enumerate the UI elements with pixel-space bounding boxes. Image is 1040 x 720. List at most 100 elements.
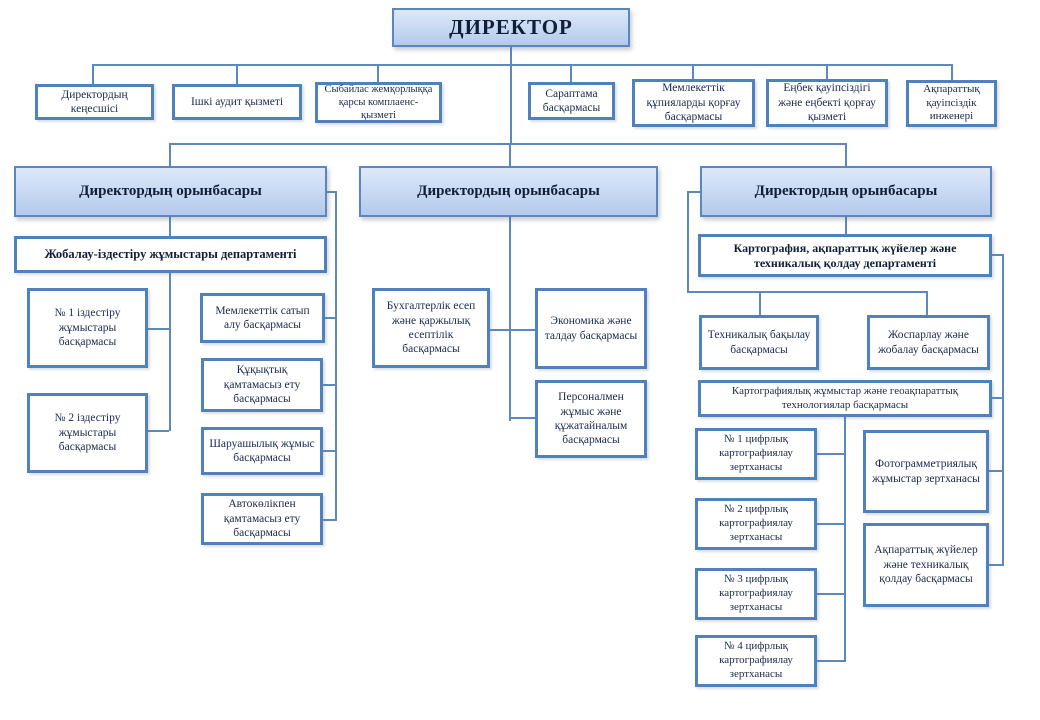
- connector-line: [335, 191, 337, 521]
- connector-line: [845, 217, 847, 234]
- org-box-state-secrets: Мемлекеттік құпияларды қорғау басқармасы: [632, 79, 755, 127]
- connector-line: [1002, 254, 1004, 566]
- connector-line: [509, 417, 537, 419]
- connector-line: [570, 66, 572, 82]
- connector-line: [817, 660, 844, 662]
- org-box-planning: Жоспарлау және жобалау басқармасы: [867, 315, 990, 370]
- org-box-label: Ақпараттық жүйелер және техникалық қолда…: [874, 544, 978, 586]
- org-box-label: ДИРЕКТОР: [449, 15, 573, 40]
- org-box-label: № 4 цифрлық картографиялау зертханасы: [719, 640, 793, 680]
- connector-line: [989, 564, 1002, 566]
- connector-line: [687, 191, 689, 293]
- connector-line: [327, 191, 337, 193]
- org-box-director: ДИРЕКТОР: [392, 8, 630, 47]
- org-box-label: Директордың кеңесшісі: [61, 88, 128, 115]
- org-box-label: Ақпараттық қауіпсіздік инженері: [923, 82, 980, 123]
- org-box-label: № 3 цифрлық картографиялау зертханасы: [719, 573, 793, 613]
- org-box-internal-audit: Ішкі аудит қызметі: [172, 84, 302, 120]
- org-box-survey-unit-2: № 2 іздестіру жұмыстары басқармасы: [27, 393, 148, 473]
- org-box-survey-unit-1: № 1 іздестіру жұмыстары басқармасы: [27, 288, 148, 368]
- org-box-photogrammetry: Фотограмметриялық жұмыстар зертханасы: [863, 430, 989, 513]
- org-box-label: Техникалық бақылау басқармасы: [707, 329, 811, 356]
- org-box-digital-lab-3: № 3 цифрлық картографиялау зертханасы: [695, 568, 817, 620]
- org-box-label: Сыбайлас жемқорлыққа қарсы комплаенс-қыз…: [324, 83, 433, 122]
- org-box-label: Ішкі аудит қызметі: [190, 95, 284, 108]
- connector-line: [688, 191, 700, 193]
- org-box-dept-survey: Жобалау-іздестіру жұмыстары департаменті: [14, 236, 327, 273]
- org-box-label: Директордың орынбасары: [79, 183, 262, 200]
- connector-line: [826, 66, 828, 79]
- connector-line: [323, 384, 335, 386]
- org-box-label: Жобалау-іздестіру жұмыстары департаменті: [44, 246, 297, 261]
- org-box-digital-lab-2: № 2 цифрлық картографиялау зертханасы: [695, 498, 817, 550]
- org-box-transport: Автокөлікпен қамтамасыз ету басқармасы: [201, 493, 323, 545]
- connector-line: [817, 453, 844, 455]
- org-box-digital-lab-1: № 1 цифрлық картографиялау зертханасы: [695, 428, 817, 480]
- org-box-household: Шаруашылық жұмыс басқармасы: [201, 427, 323, 475]
- connector-line: [992, 254, 1004, 256]
- org-box-label: Бухгалтерлік есеп және қаржылық есептілі…: [386, 300, 476, 356]
- connector-line: [926, 293, 928, 315]
- org-box-expertise: Сараптама басқармасы: [528, 82, 615, 120]
- org-box-it-support: Ақпараттық жүйелер және техникалық қолда…: [863, 523, 989, 607]
- org-box-label: Құқықтық қамтамасыз ету басқармасы: [223, 364, 301, 406]
- org-box-deputy-1: Директордың орынбасары: [14, 166, 327, 217]
- org-box-carto-gis: Картографиялық жұмыстар және геоақпаратт…: [698, 380, 992, 417]
- org-box-infosec-engineer: Ақпараттық қауіпсіздік инженері: [906, 80, 997, 127]
- connector-line: [687, 291, 928, 293]
- org-box-advisor: Директордың кеңесшісі: [35, 84, 154, 120]
- org-box-label: № 1 цифрлық картографиялау зертханасы: [719, 433, 793, 473]
- org-box-label: Картографиялық жұмыстар және геоақпаратт…: [731, 384, 959, 411]
- connector-line: [323, 450, 335, 452]
- org-box-label: Еңбек қауіпсіздігі және еңбекті қорғау қ…: [778, 82, 876, 124]
- org-box-label: Экономика және талдау басқармасы: [544, 315, 638, 342]
- org-box-label: Шаруашылық жұмыс басқармасы: [209, 437, 315, 464]
- org-box-label: № 2 іздестіру жұмыстары басқармасы: [54, 412, 121, 454]
- connector-line: [169, 217, 171, 236]
- org-box-label: Мемлекеттік сатып алу басқармасы: [215, 304, 310, 331]
- connector-line: [325, 317, 335, 319]
- org-box-label: Директордың орынбасары: [417, 183, 600, 200]
- connector-line: [236, 66, 238, 84]
- org-box-legal: Құқықтық қамтамасыз ету басқармасы: [201, 358, 323, 412]
- org-box-digital-lab-4: № 4 цифрлық картографиялау зертханасы: [695, 635, 817, 687]
- org-box-label: № 1 іздестіру жұмыстары басқармасы: [54, 307, 121, 349]
- org-box-compliance: Сыбайлас жемқорлыққа қарсы комплаенс-қыз…: [315, 82, 442, 123]
- connector-line: [759, 293, 761, 315]
- org-box-deputy-3: Директордың орынбасары: [700, 166, 992, 217]
- connector-line: [92, 64, 953, 66]
- connector-line: [148, 328, 169, 330]
- connector-line: [951, 66, 953, 80]
- connector-line: [692, 66, 694, 79]
- org-box-deputy-2: Директордың орынбасары: [359, 166, 658, 217]
- org-box-tech-control: Техникалық бақылау басқармасы: [699, 315, 819, 370]
- org-box-label: Мемлекеттік құпияларды қорғау басқармасы: [646, 82, 741, 124]
- org-box-label: Фотограмметриялық жұмыстар зертханасы: [872, 458, 980, 485]
- connector-line: [490, 329, 535, 331]
- connector-line: [169, 145, 171, 166]
- org-box-label: Автокөлікпен қамтамасыз ету басқармасы: [223, 498, 301, 540]
- connector-line: [377, 66, 379, 82]
- org-box-economics: Экономика және талдау басқармасы: [535, 288, 647, 369]
- org-box-hr-docs: Персоналмен жұмыс және құжатайналым басқ…: [535, 380, 647, 458]
- connector-line: [844, 417, 846, 662]
- connector-line: [817, 593, 844, 595]
- connector-line: [509, 217, 511, 421]
- connector-line: [148, 430, 169, 432]
- org-box-label: Директордың орынбасары: [754, 183, 938, 200]
- connector-line: [989, 470, 1002, 472]
- org-box-labor-safety: Еңбек қауіпсіздігі және еңбекті қорғау қ…: [766, 79, 888, 127]
- org-box-dept-carto: Картография, ақпараттық жүйелер және тех…: [698, 234, 992, 277]
- connector-line: [992, 397, 1002, 399]
- connector-line: [845, 145, 847, 166]
- org-box-accounting: Бухгалтерлік есеп және қаржылық есептілі…: [372, 288, 490, 368]
- org-box-label: Персоналмен жұмыс және құжатайналым басқ…: [554, 391, 628, 447]
- org-box-label: № 2 цифрлық картографиялау зертханасы: [719, 503, 793, 543]
- connector-line: [323, 519, 335, 521]
- org-box-label: Жоспарлау және жобалау басқармасы: [878, 329, 979, 356]
- org-box-label: Сараптама басқармасы: [542, 87, 601, 114]
- org-box-procurement: Мемлекеттік сатып алу басқармасы: [200, 293, 325, 343]
- connector-line: [169, 143, 847, 145]
- connector-line: [510, 47, 512, 145]
